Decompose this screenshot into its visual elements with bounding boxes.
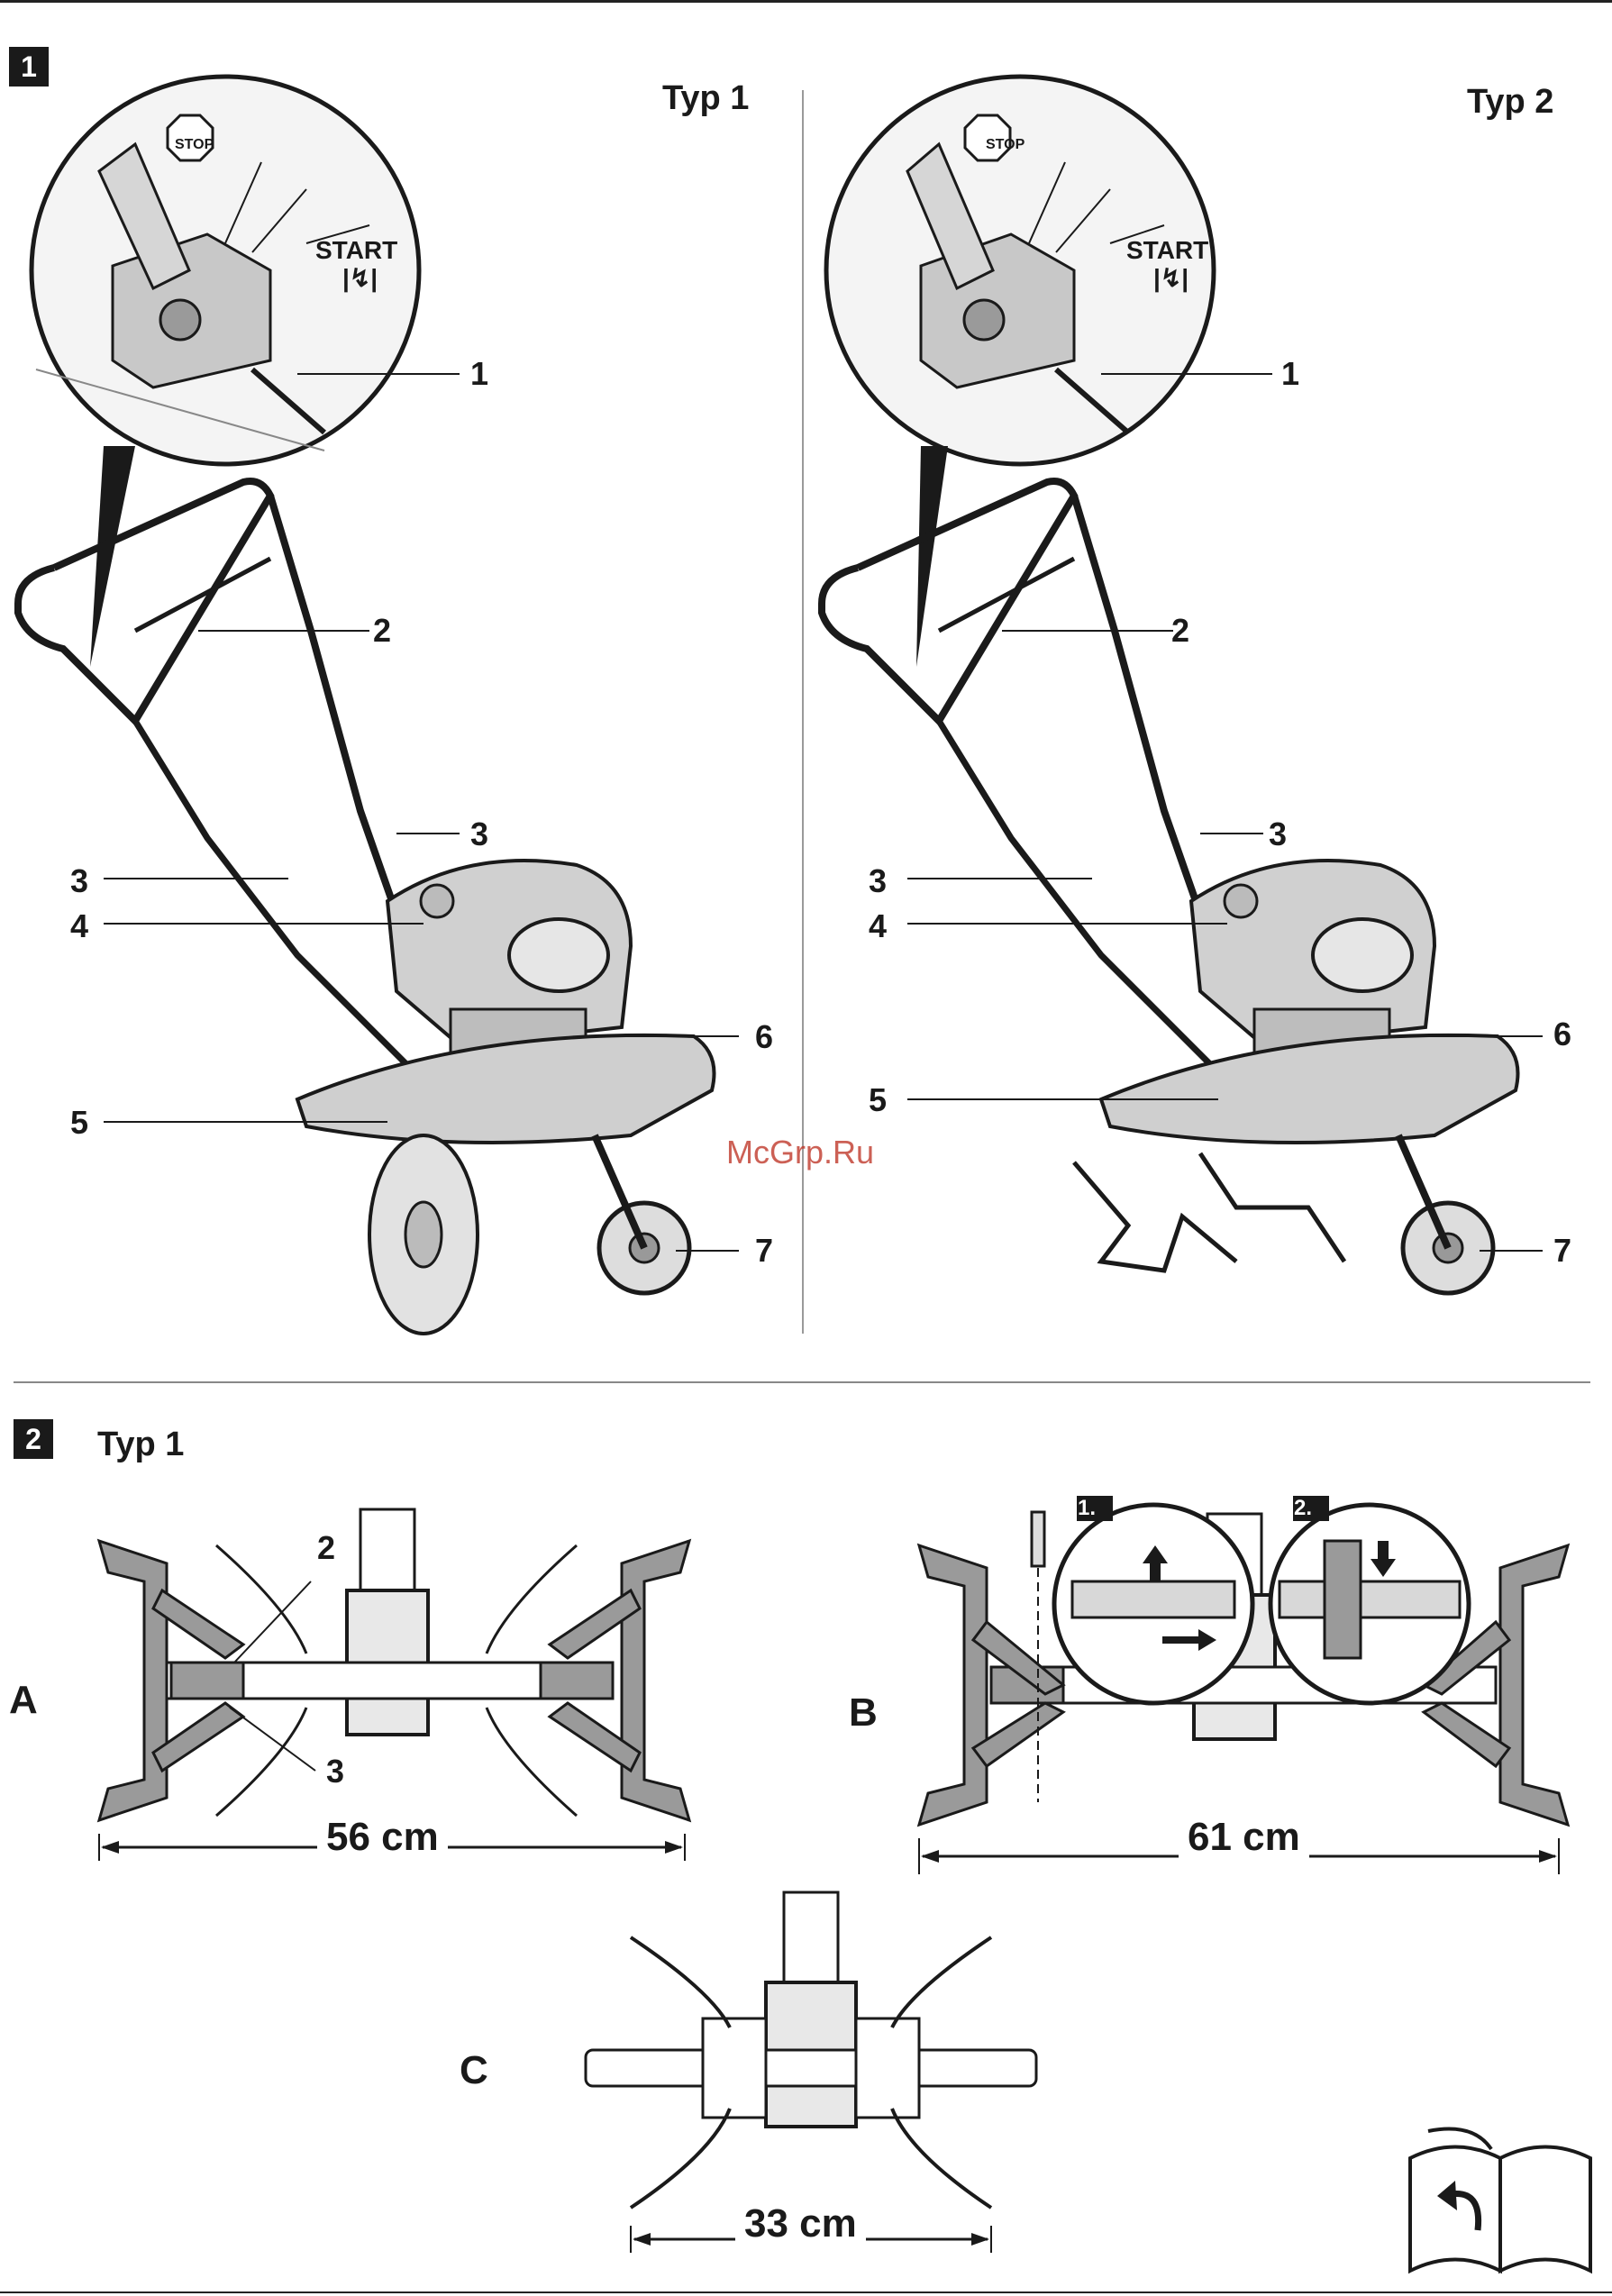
label-6-typ2: 6 bbox=[1553, 1018, 1571, 1051]
section-rule bbox=[14, 1381, 1590, 1383]
label-6-typ1: 6 bbox=[755, 1021, 773, 1053]
label-1-typ1: 1 bbox=[470, 358, 488, 390]
label-3b-typ2: 3 bbox=[869, 865, 887, 897]
config-c-width: 33 cm bbox=[735, 2201, 866, 2246]
config-a-label-2: 2 bbox=[317, 1532, 335, 1564]
label-1-typ2: 1 bbox=[1281, 358, 1299, 390]
label-5-typ2: 5 bbox=[869, 1084, 887, 1116]
label-3a-typ1: 3 bbox=[470, 818, 488, 851]
book-turn-page-icon bbox=[1401, 2122, 1599, 2275]
bottom-rule bbox=[0, 2291, 1612, 2293]
tiller-illustration-typ2 bbox=[804, 90, 1612, 1334]
label-4-typ2: 4 bbox=[869, 910, 887, 943]
stop-label-typ2: STOP bbox=[986, 137, 1025, 153]
start-symbol-typ2: |↯| bbox=[1153, 263, 1189, 293]
label-5-typ1: 5 bbox=[70, 1107, 88, 1139]
stop-label-typ1: STOP bbox=[175, 137, 214, 153]
config-a-width: 56 cm bbox=[317, 1815, 448, 1860]
label-4-typ1: 4 bbox=[70, 910, 88, 943]
tine-config-a bbox=[90, 1491, 703, 1852]
label-2-typ2: 2 bbox=[1171, 615, 1189, 647]
top-rule bbox=[0, 0, 1612, 3]
figure-number-badge: 1 bbox=[9, 47, 49, 87]
label-3b-typ1: 3 bbox=[70, 865, 88, 897]
start-label-typ1: START bbox=[315, 236, 397, 265]
config-letter-a: A bbox=[9, 1678, 38, 1723]
config-letter-b: B bbox=[849, 1690, 878, 1736]
config-letter-c: C bbox=[460, 2048, 488, 2093]
figure-number-badge-2: 2 bbox=[14, 1419, 53, 1459]
label-7-typ2: 7 bbox=[1553, 1235, 1571, 1267]
step-2-label: 2. bbox=[1294, 1496, 1312, 1521]
config-b-width: 61 cm bbox=[1179, 1815, 1309, 1860]
step-1-label: 1. bbox=[1078, 1496, 1096, 1521]
config-a-label-3: 3 bbox=[326, 1755, 344, 1788]
tiller-illustration-typ1 bbox=[0, 90, 802, 1334]
label-3a-typ2: 3 bbox=[1269, 818, 1287, 851]
watermark: McGrp.Ru bbox=[726, 1134, 874, 1171]
fig2-title: Typ 1 bbox=[97, 1426, 184, 1464]
label-7-typ1: 7 bbox=[755, 1235, 773, 1267]
start-symbol-typ1: |↯| bbox=[342, 263, 378, 293]
start-label-typ2: START bbox=[1126, 236, 1208, 265]
label-2-typ1: 2 bbox=[373, 615, 391, 647]
